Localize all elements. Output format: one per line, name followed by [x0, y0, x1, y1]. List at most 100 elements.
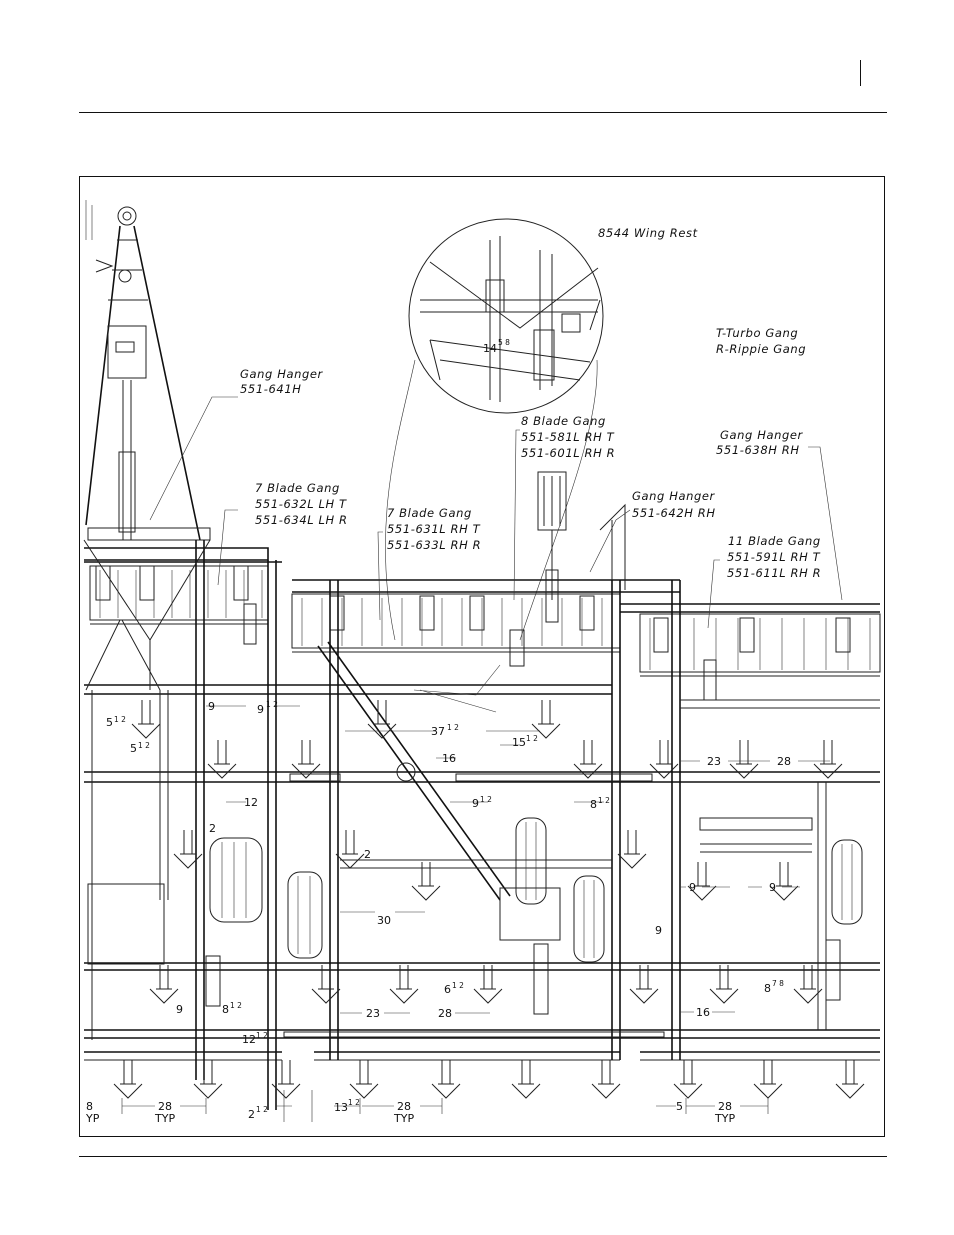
sweep-shank — [591, 1060, 621, 1099]
header-rule — [79, 112, 887, 113]
sweep-shank — [531, 700, 561, 739]
dim-5: 5 — [676, 1100, 683, 1113]
dim-12half: 12 — [242, 1033, 256, 1046]
gang-blades — [95, 565, 871, 670]
dim-28-typ-c: 28 — [718, 1100, 732, 1113]
shank-rows — [113, 700, 865, 1099]
hanger-638-title: Gang Hanger — [720, 428, 804, 442]
dim-9half-a: 9 — [257, 703, 264, 716]
sweep-shank — [271, 1060, 301, 1099]
dim-8-typ: 8 — [86, 1100, 93, 1113]
dim-2half-frac: 1 2 — [256, 1105, 268, 1114]
sweep-shank — [473, 965, 503, 1004]
sweep-shank — [573, 740, 603, 779]
sweep-shank — [149, 965, 179, 1004]
gang7r-part2: 551-633L RH R — [387, 538, 481, 552]
gang8-part2: 551-601L RH R — [521, 446, 615, 460]
hitch-tongue — [85, 200, 211, 541]
sweep-shank — [349, 1060, 379, 1099]
sweep-shank — [335, 830, 365, 869]
dim-2half: 2 — [248, 1108, 255, 1121]
dim-13half: 13 — [334, 1101, 348, 1114]
dim-28-typ-a: 28 — [158, 1100, 172, 1113]
legend-turbo: T-Turbo Gang — [716, 326, 798, 340]
tires — [87, 817, 863, 965]
sweep-shank — [629, 965, 659, 1004]
dim-15half: 15 — [512, 736, 526, 749]
dim-8-78-frac: 7 8 — [772, 979, 784, 988]
hydraulic-cylinders — [205, 773, 841, 1038]
sweep-shank — [291, 740, 321, 779]
dim-8half-b: 8 — [222, 1003, 229, 1016]
dim-13half-frac: 1 2 — [348, 1098, 360, 1107]
dim-12a: 12 — [244, 796, 258, 809]
sweep-shank — [793, 965, 823, 1004]
sweep-shank — [131, 700, 161, 739]
sweep-shank — [431, 1060, 461, 1099]
sweep-shank — [835, 1060, 865, 1099]
sweep-shank — [511, 1060, 541, 1099]
hanger-642-part: 551-642H RH — [632, 506, 716, 520]
footer-rule — [79, 1156, 887, 1157]
sweep-shank — [673, 1060, 703, 1099]
leader-detail-left — [385, 359, 416, 641]
hanger-638-part: 551-638H RH — [716, 443, 800, 457]
sweep-shank — [709, 965, 739, 1004]
dim-14-58-frac: 5 8 — [498, 338, 510, 347]
hanger-641-part: 551-641H — [240, 382, 302, 396]
typ-c: TYP — [393, 1112, 414, 1125]
sweep-shank — [729, 740, 759, 779]
dim-9half-a-frac: 1 2 — [266, 700, 278, 709]
gang7l-part2: 551-634L LH R — [255, 513, 348, 527]
gang7r-part1: 551-631L RH T — [387, 522, 481, 536]
gang7l-part1: 551-632L LH T — [255, 497, 347, 511]
dim-28a: 28 — [777, 755, 791, 768]
sweep-shank — [367, 700, 397, 739]
sweep-shank — [411, 862, 441, 901]
dim-6half: 6 — [444, 983, 451, 996]
legend-ripple: R-Rippie Gang — [716, 342, 806, 356]
gang11-part2: 551-611L RH R — [727, 566, 821, 580]
dim-9b: 9 — [689, 881, 696, 894]
sweep-shank — [813, 740, 843, 779]
wing-rest-label: 8544 Wing Rest — [598, 226, 698, 240]
dim-9a: 9 — [208, 700, 215, 713]
dim-23b: 23 — [366, 1007, 380, 1020]
sweep-shank — [193, 1060, 223, 1099]
wing-rest-detail — [408, 218, 604, 414]
dim-8half-a: 8 — [590, 798, 597, 811]
drawing-frame — [79, 176, 885, 1137]
sweep-shank — [649, 740, 679, 779]
gang7l-title: 7 Blade Gang — [255, 481, 340, 495]
gang11-title: 11 Blade Gang — [728, 534, 821, 548]
dim-5half-a: 5 — [106, 716, 113, 729]
dim-6half-frac: 1 2 — [452, 981, 464, 990]
leader-detail-right — [519, 359, 598, 641]
hanger-642-title: Gang Hanger — [632, 489, 716, 503]
dim-8half-a-frac: 1 2 — [598, 796, 610, 805]
dim-9half-b-frac: 1 2 — [480, 795, 492, 804]
dim-23a: 23 — [707, 755, 721, 768]
typ-d: TYP — [714, 1112, 735, 1125]
dim-8-78: 8 — [764, 982, 771, 995]
dim-5half-b: 5 — [130, 742, 137, 755]
dim-16a: 16 — [442, 752, 456, 765]
typ-a: YP — [85, 1112, 100, 1125]
sweep-shank — [113, 1060, 143, 1099]
dim-9c: 9 — [769, 881, 776, 894]
gang8-part1: 551-581L RH T — [521, 430, 615, 444]
dimension-lines — [121, 664, 830, 1122]
sweep-shank — [173, 830, 203, 869]
dim-15half-frac: 1 2 — [526, 734, 538, 743]
main-frame — [83, 539, 880, 1110]
sweep-shank — [389, 965, 419, 1004]
sweep-shank — [311, 965, 341, 1004]
sweep-shank — [753, 1060, 783, 1099]
gang11-part1: 551-591L RH T — [727, 550, 821, 564]
dim-2b: 2 — [364, 848, 371, 861]
dim-28b: 28 — [438, 1007, 452, 1020]
dim-9d: 9 — [655, 924, 662, 937]
dim-37half-frac: 1 2 — [447, 723, 459, 732]
callout-leaders — [149, 396, 843, 629]
